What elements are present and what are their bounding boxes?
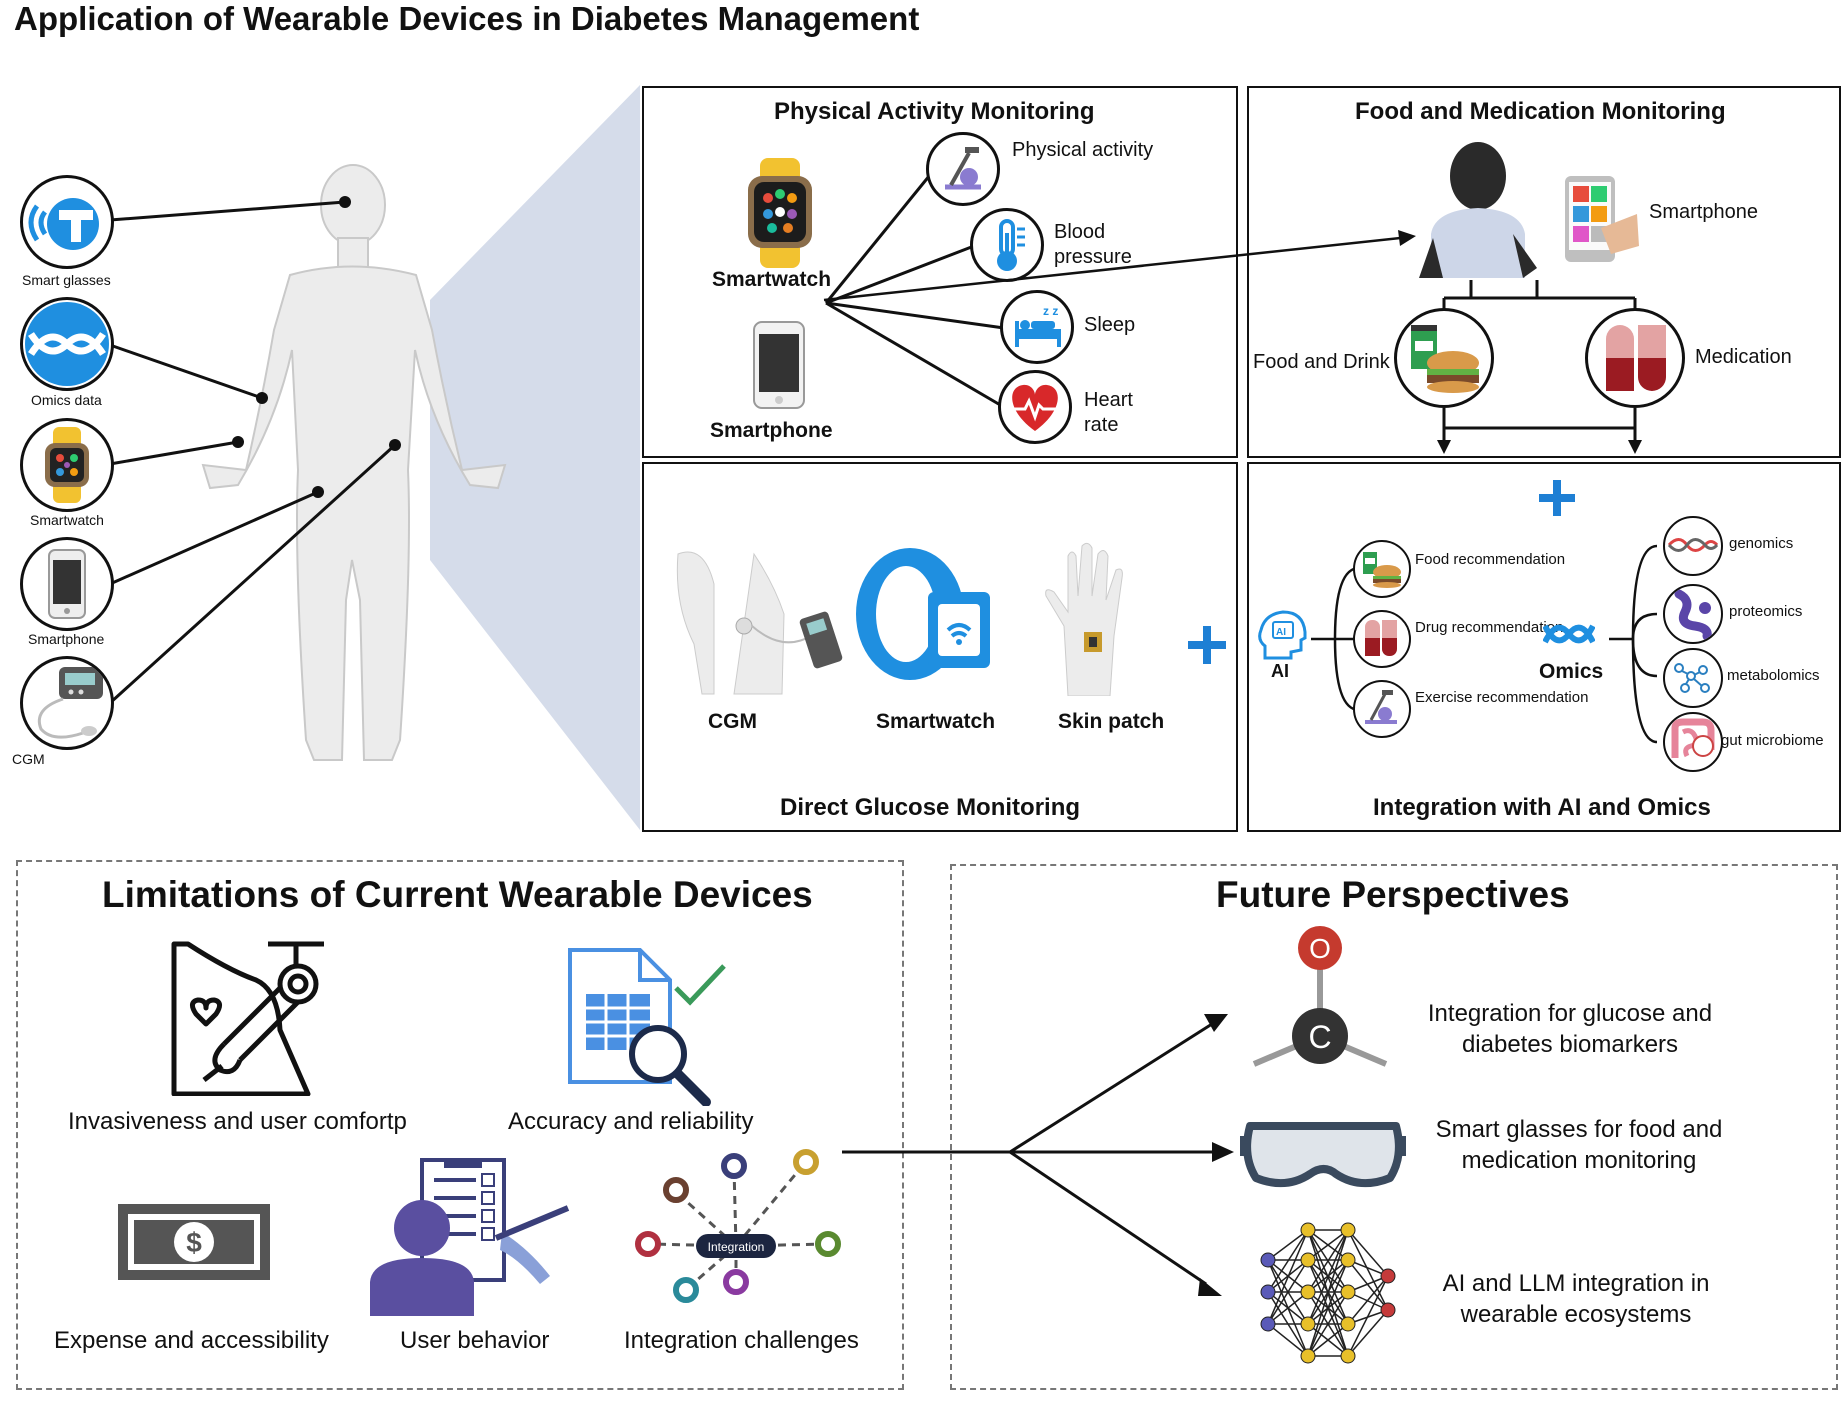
exercise-recommendation-icon — [1353, 680, 1411, 738]
heart-rate-icon — [998, 370, 1072, 444]
smartwatch-device-icon — [20, 418, 114, 512]
activity-to-person-arrow — [823, 230, 1416, 302]
future-ai-llm: AI and LLM integration in wearable ecosy… — [1442, 1270, 1710, 1329]
food-recommendation-icon — [1353, 540, 1411, 598]
physical-activity-panel: Physical Activity Monitoring Smartwatch … — [642, 86, 1238, 458]
metric-heart-rate: Heart rate — [1084, 389, 1133, 436]
omics-icon — [1543, 624, 1595, 644]
smart-glasses-device-icon — [20, 175, 114, 269]
integration-badge: Integration — [708, 1240, 765, 1254]
svg-text:AI: AI — [1276, 627, 1286, 638]
future-title: Future Perspectives — [1216, 874, 1570, 915]
molecule-oxygen-label: O — [1309, 933, 1331, 964]
food-medication-title: Food and Medication Monitoring — [1355, 98, 1726, 125]
omics-data-device-icon — [20, 297, 114, 391]
integration-panel: AI AI Food recommendation Drug recommend… — [1247, 462, 1841, 832]
smartphone-device-icon — [20, 537, 114, 631]
future-smart-glasses: Smart glasses for food and medication mo… — [1435, 1116, 1723, 1175]
integration-challenges-icon: Integration — [635, 1149, 841, 1303]
accuracy-icon — [568, 948, 726, 1106]
person-icon — [1419, 142, 1537, 278]
genomics-icon — [1663, 516, 1723, 576]
limitation-accuracy: Accuracy and reliability — [508, 1108, 754, 1135]
limitation-integration: Integration challenges — [624, 1327, 859, 1354]
physical-activity-icon — [926, 132, 1000, 206]
cgm-device-icon — [20, 656, 114, 750]
metabolomics-icon — [1663, 648, 1723, 708]
glucose-title: Direct Glucose Monitoring — [780, 794, 1081, 821]
proteomics-icon — [1663, 584, 1723, 644]
smartphone-icon — [753, 321, 805, 409]
limitations-title: Limitations of Current Wearable Devices — [102, 874, 813, 915]
integration-connectors — [1311, 544, 1658, 744]
gut-microbiome-icon — [1663, 712, 1723, 772]
smartwatch-label: Smartwatch — [712, 268, 832, 291]
exercise-recommendation-label: Exercise recommendation — [1415, 689, 1589, 706]
zoom-cone — [430, 85, 640, 830]
plus-icon-top — [1539, 480, 1575, 516]
device-label-smart-glasses: Smart glasses — [22, 272, 111, 288]
svg-text:z z: z z — [1043, 304, 1058, 318]
plus-icon — [1188, 626, 1226, 664]
food-drink-icon — [1394, 308, 1494, 408]
physical-activity-title: Physical Activity Monitoring — [774, 98, 1095, 125]
limitation-expense: Expense and accessibility — [54, 1327, 329, 1354]
smartphone-hand-icon — [1565, 176, 1639, 262]
human-body-figure — [201, 164, 507, 761]
device-label-smartphone: Smartphone — [28, 631, 105, 647]
glucose-device-skin-patch: Skin patch — [1058, 710, 1165, 733]
omics-proteomics: proteomics — [1729, 603, 1803, 620]
glucose-device-cgm: CGM — [708, 710, 757, 733]
neural-network-icon — [1260, 1222, 1396, 1364]
molecule-carbon-label: C — [1308, 1019, 1331, 1055]
smart-glasses-icon — [1240, 1122, 1406, 1188]
glucose-panel: CGM Smartwatch Skin patch Direct Glucose… — [642, 462, 1238, 832]
food-recommendation-label: Food recommendation — [1415, 551, 1566, 568]
omics-metabolomics: metabolomics — [1727, 667, 1820, 684]
device-label-omics-data: Omics data — [31, 392, 102, 408]
device-label-smartwatch: Smartwatch — [30, 512, 104, 528]
medication-label: Medication — [1695, 346, 1792, 368]
user-behavior-icon — [370, 1158, 570, 1316]
svg-text:$: $ — [186, 1227, 202, 1258]
ai-head-icon: AI — [1258, 610, 1307, 660]
food-smartphone-label: Smartphone — [1649, 201, 1758, 223]
limitation-invasiveness: Invasiveness and user comfortp — [68, 1108, 407, 1135]
limitations-box — [16, 860, 904, 1390]
blood-pressure-icon — [970, 208, 1044, 282]
drug-recommendation-icon — [1353, 610, 1411, 668]
food-medication-panel: Food and Medication Monitoring Smartphon — [1247, 86, 1841, 458]
limitation-user-behavior: User behavior — [400, 1327, 550, 1354]
omics-genomics: genomics — [1729, 535, 1794, 552]
glucose-smartwatch-icon — [856, 548, 990, 680]
future-biomarkers: Integration for glucose and diabetes bio… — [1427, 1000, 1713, 1059]
device-label-cgm: CGM — [12, 751, 45, 767]
main-title: Application of Wearable Devices in Diabe… — [14, 0, 920, 37]
drug-recommendation-label: Drug recommendation — [1415, 619, 1564, 636]
metric-physical-activity: Physical activity — [1012, 139, 1154, 161]
glucose-device-smartwatch: Smartwatch — [876, 710, 996, 733]
food-medication-connectors — [1437, 280, 1642, 454]
smartphone-label: Smartphone — [710, 419, 833, 442]
metric-sleep: Sleep — [1084, 314, 1136, 336]
smartwatch-icon — [748, 158, 812, 268]
activity-connector-lines — [824, 169, 1005, 408]
future-box — [950, 864, 1838, 1390]
sleep-icon: z z — [1000, 290, 1074, 364]
molecule-icon: O C — [1252, 926, 1388, 1067]
integration-title: Integration with AI and Omics — [1373, 794, 1711, 821]
medication-icon — [1585, 308, 1685, 408]
ai-label: AI — [1271, 661, 1289, 681]
cgm-body-icon — [676, 551, 843, 695]
food-drink-label: Food and Drink — [1253, 351, 1390, 373]
expense-icon: $ — [118, 1204, 270, 1280]
omics-label: Omics — [1539, 660, 1604, 683]
skin-patch-hand-icon — [1045, 542, 1123, 696]
omics-gut-microbiome: gut microbiome — [1721, 732, 1824, 749]
invasiveness-icon — [171, 941, 324, 1096]
metric-blood-pressure: Blood pressure — [1054, 221, 1132, 268]
